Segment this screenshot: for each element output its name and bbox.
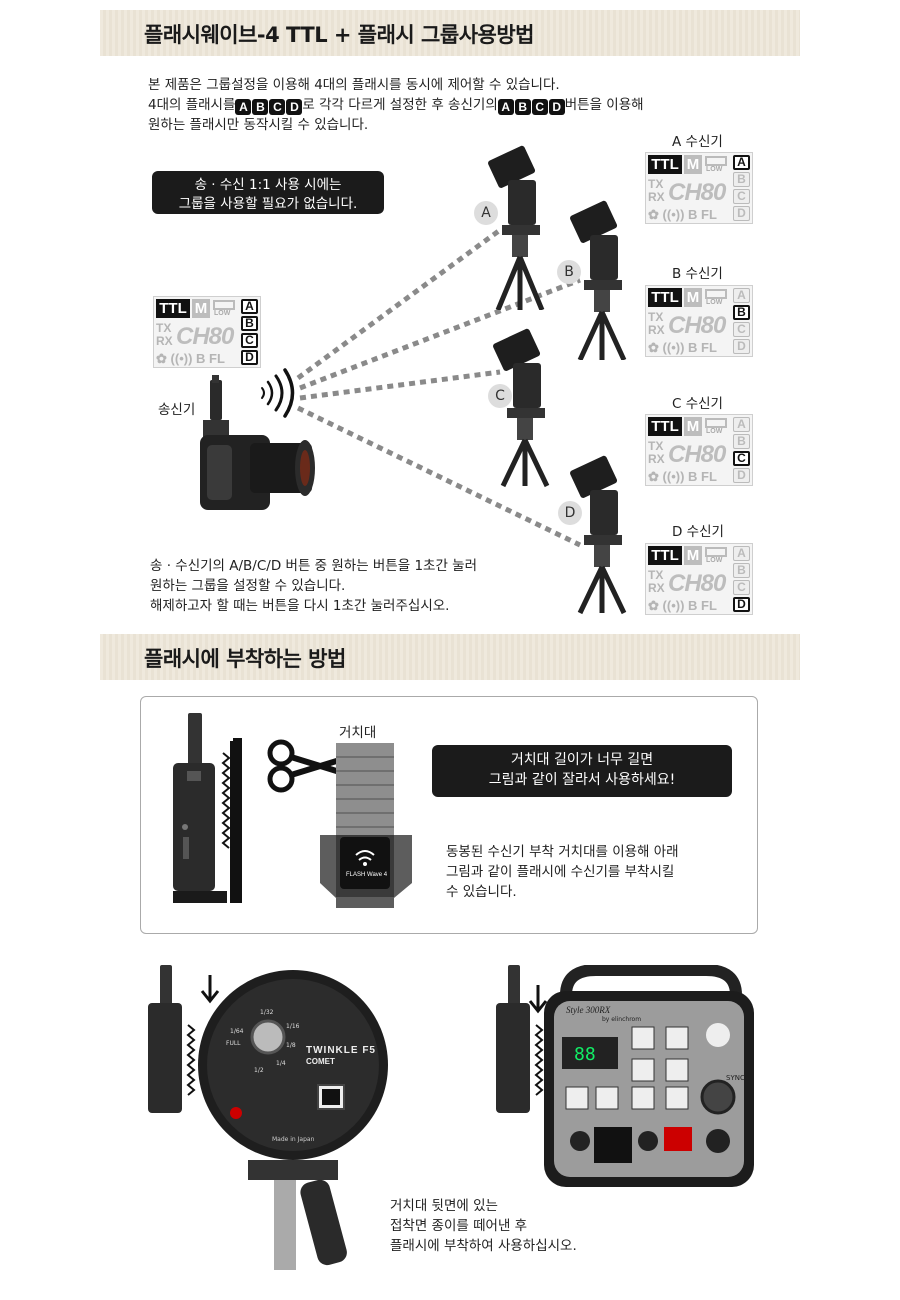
section-header-group: 플래시웨이브-4 TTL + 플래시 그룹사용방법 [100,10,800,56]
install-box: 거치대 FLASH Wave 4 거치대 길이가 너무 길면 그림과 같이 잘라… [140,696,758,934]
receiver-label-b: B 수신기 [672,266,723,282]
receiver-label-a: A 수신기 [672,134,723,150]
signal-line-a [296,227,502,381]
dial-1-2: 1/2 [254,1067,264,1074]
section-title-attach: 플래시에 부착하는 방법 [144,647,346,671]
marker-a: A [474,201,498,225]
strobe2-sync: SYNC [726,1074,745,1082]
signal-line-c [299,369,501,401]
flash-on-tripod-b [570,200,627,360]
badge-c: C [531,99,548,115]
battery-icon [705,418,727,428]
strobe2-maker: by elinchrom [602,1016,642,1023]
holder-brand: FLASH Wave 4 [346,872,388,878]
transmitter-label: 송신기 [158,402,196,418]
signal-icon: ((•)) [662,207,685,222]
strobe2-display: 88 [574,1044,596,1065]
badge-a: A [497,99,514,115]
badge-a: A [235,99,252,115]
intro-line-3: 원하는 플래시만 동작시킬 수 있습니다. [148,117,369,133]
dial-1-16: 1/16 [286,1023,300,1030]
section-title-group: 플래시웨이브-4 TTL + 플래시 그룹사용방법 [144,23,534,47]
camera-with-transmitter [200,375,315,510]
dial-full: FULL [226,1040,241,1047]
dial-1-32: 1/32 [260,1009,274,1016]
dial-1-4: 1/4 [276,1060,286,1067]
badge-b: B [514,99,531,115]
signal-icon: ((•)) [170,351,193,366]
signal-icon: ((•)) [662,598,685,613]
aperture-icon: ✿ [648,207,659,222]
flash-on-tripod-d [570,455,627,615]
badge-d: D [286,99,303,115]
signal-icon: ((•)) [662,469,685,484]
signal-lines [261,227,582,548]
receiver-label-c: C 수신기 [672,396,723,412]
marker-d: D [558,501,582,525]
holder-desc: 동봉된 수신기 부착 거치대를 이용해 아래 그림과 같이 플래시에 수신기를 … [446,844,679,900]
battery-icon [705,289,727,299]
aperture-icon: ✿ [648,340,659,355]
wave-icon [261,368,295,418]
strobe1-maker: COMET [306,1057,335,1066]
badge-d: D [548,99,565,115]
badge-c: C [269,99,286,115]
marker-b: B [557,260,581,284]
strobe-elinchrom [496,965,754,1187]
marker-c: C [488,384,512,408]
aperture-icon: ✿ [648,598,659,613]
flash-on-tripod-c [493,328,550,488]
group-setting-text: 송 · 수신기의 A/B/C/D 버튼 중 원하는 버튼을 1초간 눌러 원하는… [150,558,478,614]
attach-final-text: 거치대 뒷면에 있는 접착면 종이를 떼어낸 후 플래시에 부착하여 사용하십시… [390,1198,577,1254]
battery-icon [705,156,727,166]
scissors-icon [267,739,344,793]
strobe1-made-in: Made in Japan [272,1136,315,1143]
signal-line-d [296,405,582,548]
section-header-attach: 플래시에 부착하는 방법 [100,634,800,680]
warning-box: 거치대 길이가 너무 길면 그림과 같이 잘라서 사용하세요! [432,745,732,797]
strobe2-model: Style 300RX [566,1005,611,1015]
receiver-with-holder [173,713,242,903]
note-box-1to1: 송 · 수신 1:1 사용 시에는 그룹을 사용할 필요가 없습니다. [152,171,384,214]
holder-strap [320,743,412,908]
strobe-comet [148,965,388,1270]
intro-text: 본 제품은 그룹설정을 이용해 4대의 플래시를 동시에 제어할 수 있습니다.… [148,75,768,135]
transmitter-lcd: TTL M LOW TX RX CH80 ✿ ((•)) B FL A B C … [153,296,261,368]
battery-icon [705,547,727,557]
strobe1-brand: TWINKLE F5 [306,1045,376,1056]
dial-1-8: 1/8 [286,1042,296,1049]
aperture-icon: ✿ [648,469,659,484]
dial-1-64: 1/64 [230,1028,244,1035]
holder-label: 거치대 [339,725,377,741]
intro-line-1: 본 제품은 그룹설정을 이용해 4대의 플래시를 동시에 제어할 수 있습니다. [148,77,560,93]
receiver-label-d: D 수신기 [672,524,724,540]
flash-on-tripod-a [488,145,545,310]
aperture-icon: ✿ [156,351,167,366]
battery-icon [213,300,235,310]
signal-icon: ((•)) [662,340,685,355]
badge-b: B [252,99,269,115]
